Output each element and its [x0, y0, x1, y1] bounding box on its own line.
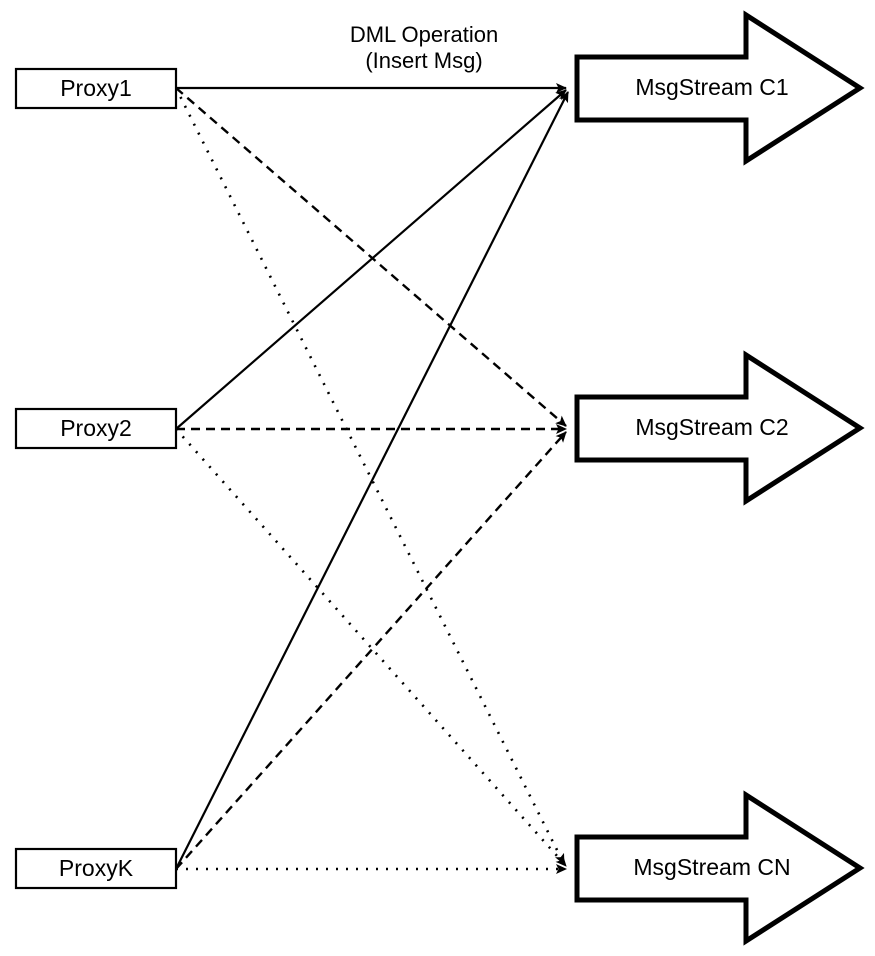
msgstream-node-c1[interactable]: MsgStream C1	[574, 10, 865, 166]
proxy1-box[interactable]	[14, 67, 178, 110]
msgstream-cn-label: MsgStream CN	[633, 854, 790, 880]
proxy-node-proxy1[interactable]: Proxy1	[14, 67, 178, 110]
proxyk-label: ProxyK	[59, 855, 134, 881]
edge-proxy1-to-msgstream-c2	[175, 87, 567, 427]
msgstream-c2-block-arrow-shape[interactable]	[574, 350, 865, 506]
msgstream-node-cn[interactable]: MsgStream CN	[574, 790, 865, 946]
proxy2-box[interactable]	[14, 407, 178, 450]
msgstream-node-c2[interactable]: MsgStream C2	[574, 350, 865, 506]
edge-proxy2-to-msgstream-cn	[175, 428, 567, 867]
msgstream-c2-label: MsgStream C2	[635, 414, 788, 440]
edge-label-dml-operation: DML Operation (Insert Msg)	[350, 22, 498, 73]
proxy-node-proxyk[interactable]: ProxyK	[14, 847, 178, 890]
edge-proxyk-to-msgstream-c2	[175, 431, 567, 870]
edge-proxy1-to-msgstream-cn	[174, 87, 566, 865]
edge-label-line1: DML Operation	[350, 22, 498, 47]
msgstream-cn-block-arrow-shape[interactable]	[574, 790, 865, 946]
proxy-node-proxy2[interactable]: Proxy2	[14, 407, 178, 450]
edge-proxyk-to-msgstream-c1	[175, 91, 569, 870]
edge-layer	[174, 83, 569, 874]
edge-proxy2-to-msgstream-c1	[175, 89, 567, 430]
edge-label-line2: (Insert Msg)	[365, 48, 482, 73]
proxy1-label: Proxy1	[60, 75, 132, 101]
proxyk-box[interactable]	[14, 847, 178, 890]
msgstream-c1-label: MsgStream C1	[635, 74, 788, 100]
msgstream-c1-block-arrow-shape[interactable]	[574, 10, 865, 166]
proxy2-label: Proxy2	[60, 415, 132, 441]
